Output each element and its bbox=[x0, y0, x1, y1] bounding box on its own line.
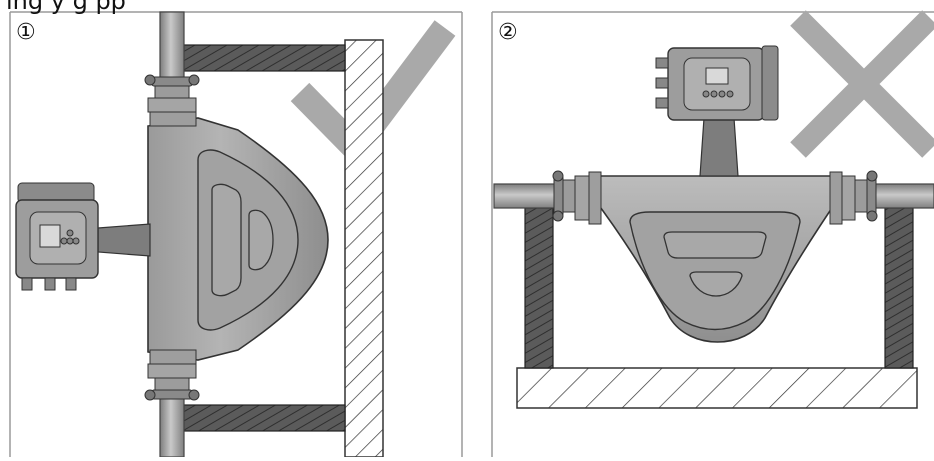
transmitter-button bbox=[72, 237, 80, 245]
transmitter-housing-left bbox=[15, 182, 99, 291]
transmitter-display bbox=[705, 67, 729, 85]
flow-meter-horizontal bbox=[588, 171, 843, 343]
figure-heading: ing y g pp bbox=[6, 0, 126, 15]
transmitter-housing-top bbox=[655, 45, 779, 121]
transmitter-neck bbox=[699, 117, 739, 177]
panel-2-number: ② bbox=[498, 20, 518, 45]
upper-pipe-clamp bbox=[144, 74, 200, 113]
cable-gland bbox=[655, 77, 669, 89]
right-pipe-clamp bbox=[840, 170, 878, 222]
transmitter-button bbox=[718, 90, 726, 98]
transmitter-button bbox=[66, 237, 74, 245]
flow-meter-vertical bbox=[147, 111, 329, 365]
cable-gland bbox=[44, 277, 56, 291]
lower-pipe-clamp bbox=[144, 363, 200, 401]
transmitter-neck bbox=[97, 223, 151, 257]
lower-support-strut bbox=[182, 404, 346, 432]
upper-support-strut bbox=[182, 44, 346, 72]
transmitter-button bbox=[710, 90, 718, 98]
transmitter-button bbox=[60, 237, 68, 245]
left-support-column bbox=[524, 207, 554, 369]
cable-gland bbox=[21, 277, 33, 291]
cable-gland bbox=[65, 277, 77, 291]
cross-mark-icon bbox=[790, 10, 934, 158]
cable-gland bbox=[655, 97, 669, 109]
panel-1-number: ① bbox=[16, 20, 36, 45]
transmitter-display bbox=[39, 224, 61, 248]
cable-gland bbox=[655, 57, 669, 69]
panel-2-incorrect-installation bbox=[491, 10, 934, 457]
floor-base bbox=[516, 367, 918, 409]
left-pipe-clamp bbox=[552, 170, 590, 222]
transmitter-button bbox=[726, 90, 734, 98]
right-support-column bbox=[884, 207, 914, 369]
transmitter-button bbox=[702, 90, 710, 98]
wall bbox=[344, 39, 384, 458]
panel-1-correct-installation bbox=[9, 11, 463, 458]
transmitter-button bbox=[66, 229, 74, 237]
